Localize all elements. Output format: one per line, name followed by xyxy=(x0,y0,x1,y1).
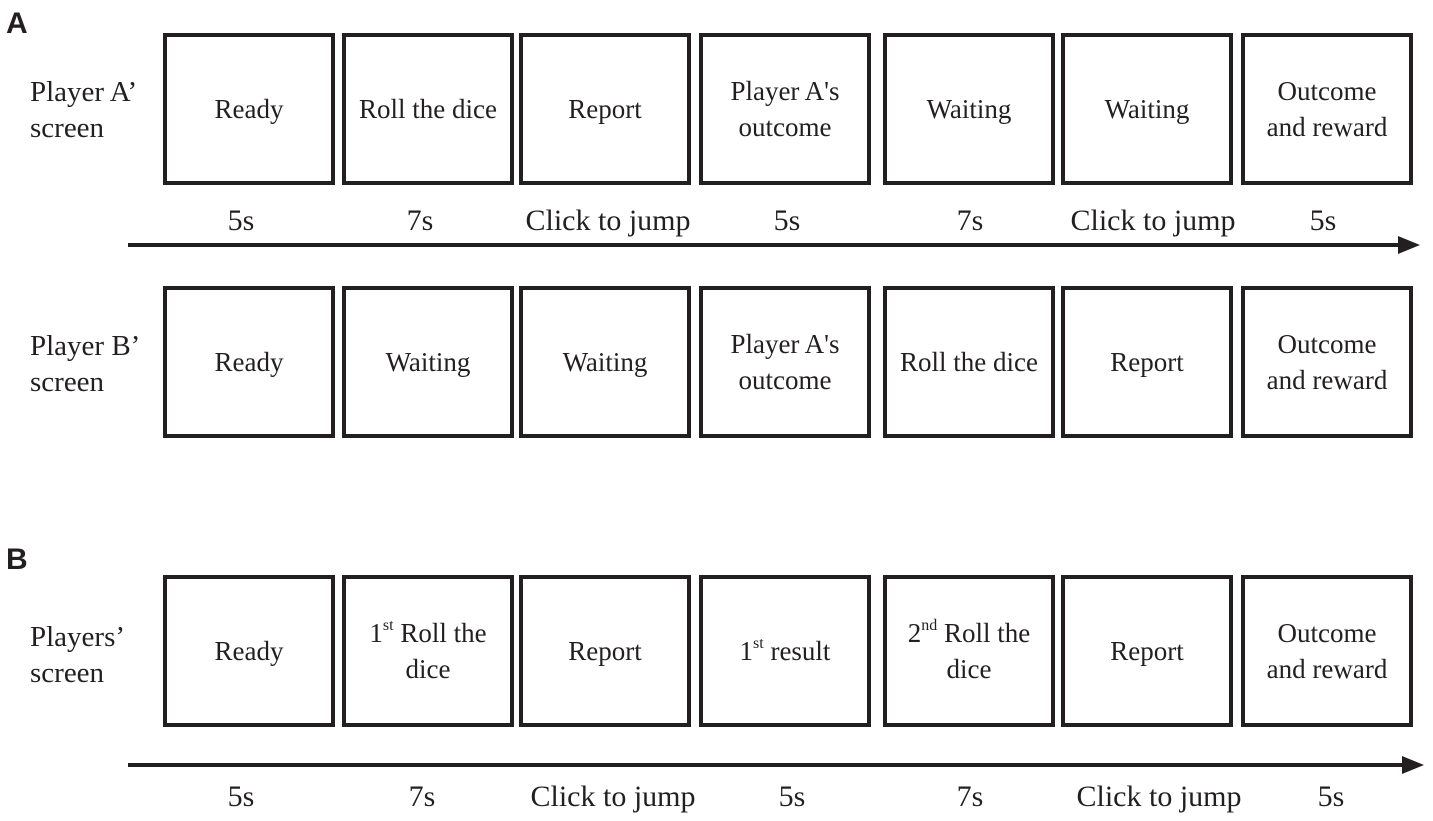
step-box: Waiting xyxy=(519,286,691,438)
step-label: Player A's outcome xyxy=(730,76,840,142)
step-label: Report xyxy=(568,636,642,666)
step-label: Report xyxy=(1110,347,1184,377)
step-label: Waiting xyxy=(926,94,1012,124)
step-box: Report xyxy=(519,575,691,727)
step-box: Outcome and reward xyxy=(1241,575,1413,727)
step-label: Ready xyxy=(214,636,284,666)
step-box: Ready xyxy=(163,286,335,438)
step-ordinal-number: 2 xyxy=(907,618,922,648)
player-a-screen-label: Player A’ screen xyxy=(30,74,137,146)
panel-b-letter: B xyxy=(6,543,28,576)
player-a-label-line1: Player A’ xyxy=(30,76,138,108)
duration-label: Click to jump xyxy=(525,204,691,237)
step-ordinal-suffix: st xyxy=(753,635,764,652)
step-label: Waiting xyxy=(562,347,648,377)
step-box: Waiting xyxy=(883,33,1055,185)
player-b-screen-label: Player B’ screen xyxy=(30,328,140,400)
panel-a-letter: A xyxy=(6,7,28,40)
duration-label: 5s xyxy=(1309,204,1337,237)
step-label: Outcome and reward xyxy=(1266,76,1388,142)
step-label: Roll the dice xyxy=(393,618,487,684)
duration-label: 5s xyxy=(1317,780,1345,813)
step-box: Ready xyxy=(163,575,335,727)
player-b-label-line2: screen xyxy=(30,366,105,398)
duration-label: 7s xyxy=(956,780,984,813)
step-label: result xyxy=(763,636,831,666)
step-label: Roll the dice xyxy=(937,618,1031,684)
step-ordinal-suffix: nd xyxy=(921,617,938,634)
duration-label: 5s xyxy=(227,204,255,237)
duration-label: Click to jump xyxy=(1070,204,1236,237)
step-box: 1st result xyxy=(699,575,871,727)
step-label: Outcome and reward xyxy=(1266,618,1388,684)
player-a-label-line2: screen xyxy=(30,112,105,144)
step-label: Waiting xyxy=(385,347,471,377)
duration-label: 7s xyxy=(406,204,434,237)
players-screen-label: Players’ screen xyxy=(30,619,125,691)
step-box: Report xyxy=(519,33,691,185)
step-label: Report xyxy=(1110,636,1184,666)
step-box: Player A's outcome xyxy=(699,286,871,438)
duration-label: Click to jump xyxy=(530,780,696,813)
duration-label: Click to jump xyxy=(1076,780,1242,813)
step-label: Roll the dice xyxy=(359,94,497,124)
duration-label: 5s xyxy=(773,204,801,237)
step-label: Roll the dice xyxy=(900,347,1038,377)
step-label: Ready xyxy=(214,347,284,377)
step-ordinal-number: 1 xyxy=(369,618,383,648)
step-box: Report xyxy=(1061,575,1233,727)
step-box: Outcome and reward xyxy=(1241,33,1413,185)
players-label-line2: screen xyxy=(30,657,105,689)
step-label: Report xyxy=(568,94,642,124)
step-ordinal-number: 1 xyxy=(739,636,754,666)
step-box: 2nd Roll the dice xyxy=(883,575,1055,727)
step-box: Outcome and reward xyxy=(1241,286,1413,438)
duration-label: 5s xyxy=(778,780,806,813)
players-label-line1: Players’ xyxy=(30,621,126,653)
step-label: Waiting xyxy=(1104,94,1190,124)
step-box: Player A's outcome xyxy=(699,33,871,185)
step-label: Outcome and reward xyxy=(1266,329,1388,395)
duration-label: 7s xyxy=(956,204,984,237)
step-box: 1st Roll the dice xyxy=(342,575,514,727)
step-box: Roll the dice xyxy=(342,33,514,185)
step-box: Report xyxy=(1061,286,1233,438)
step-ordinal-suffix: st xyxy=(382,617,394,634)
duration-label: 5s xyxy=(227,780,255,813)
step-label: Player A's outcome xyxy=(730,329,840,395)
step-box: Ready xyxy=(163,33,335,185)
player-b-label-line1: Player B’ xyxy=(30,330,141,362)
duration-label: 7s xyxy=(408,780,436,813)
step-label: Ready xyxy=(214,94,284,124)
step-box: Roll the dice xyxy=(883,286,1055,438)
step-box: Waiting xyxy=(1061,33,1233,185)
step-box: Waiting xyxy=(342,286,514,438)
